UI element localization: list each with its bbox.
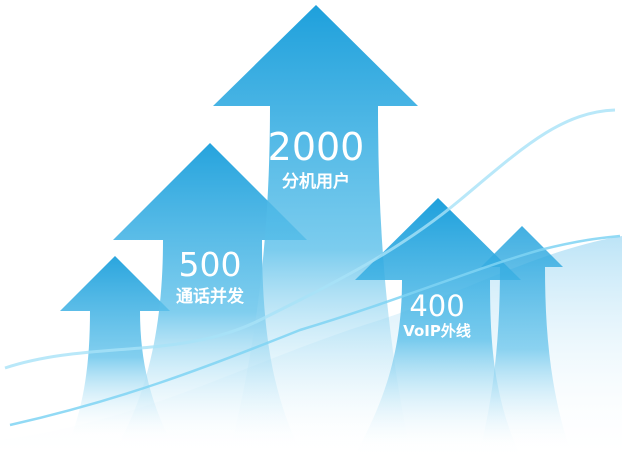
stat-label-users: 分机用户 bbox=[282, 171, 350, 192]
arrow-2000 bbox=[213, 5, 418, 450]
wave-line-lower bbox=[9, 234, 621, 427]
arrow-400 bbox=[355, 198, 521, 455]
wave-line-upper bbox=[4, 108, 616, 370]
arrow-right-small bbox=[480, 226, 570, 450]
stat-value-voip: 400 bbox=[409, 289, 464, 323]
stat-value-calls: 500 bbox=[179, 245, 242, 284]
stat-label-voip: VoIP外线 bbox=[403, 322, 471, 340]
stat-value-users: 2000 bbox=[268, 125, 365, 169]
stat-label-calls: 通话并发 bbox=[176, 286, 245, 307]
